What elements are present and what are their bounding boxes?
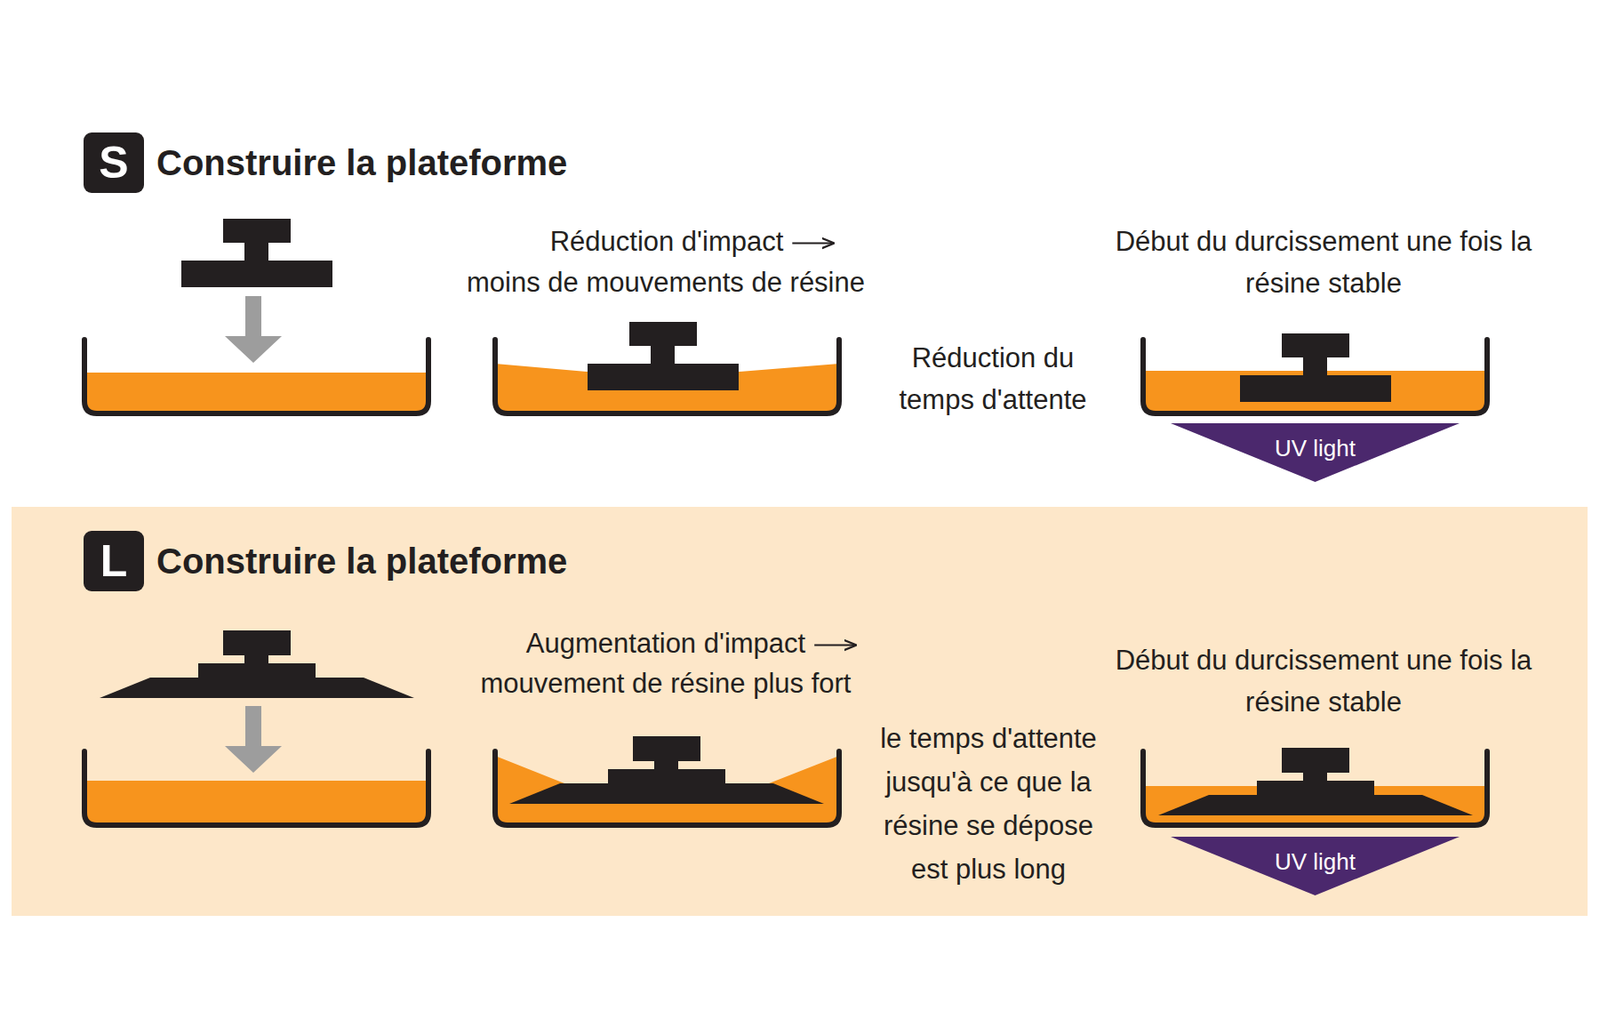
annotation-text: Début du durcissement une fois la résine… (1081, 220, 1567, 304)
platform-part (650, 344, 675, 365)
large-build-platform (509, 736, 824, 804)
resin-tank (495, 755, 840, 825)
resin-tank (84, 372, 429, 414)
platform-part (1303, 356, 1328, 376)
platform-part (654, 760, 679, 770)
uv-light-text: UV light (1170, 847, 1460, 876)
uv-light-text: UV light (1170, 433, 1460, 463)
platform-part (181, 260, 333, 288)
annotation-text: moins de mouvements de résine (466, 261, 865, 304)
platform-part (1256, 780, 1375, 796)
uv-triangle-fill (1170, 836, 1460, 896)
platform-part (629, 321, 697, 346)
uv-light-triangle: UV light (1170, 836, 1460, 896)
resin-tank (495, 363, 840, 414)
resin (495, 363, 840, 414)
uv-light-triangle: UV light (1170, 423, 1460, 482)
pointer-arrow (814, 644, 856, 647)
badge-letter: S (83, 132, 144, 193)
large-build-platform (99, 630, 415, 698)
platform-part (198, 663, 316, 679)
small-build-platform (1240, 333, 1392, 402)
resin (84, 372, 429, 414)
badge-letter: L (83, 530, 144, 592)
platform-part (1240, 375, 1392, 402)
tank-wall (84, 751, 429, 825)
platform-part (1303, 771, 1328, 782)
tank-wall (495, 339, 840, 414)
annotation-text: Augmentation d'impact (526, 622, 806, 664)
down-arrow (224, 705, 282, 773)
down-arrow (224, 296, 282, 363)
small-build-platform (587, 321, 739, 391)
small-build-platform (181, 218, 333, 288)
platform-part (587, 363, 739, 391)
uv-triangle-fill (1170, 423, 1460, 482)
platform-part (223, 218, 291, 243)
resin (1143, 370, 1488, 414)
platform-part (223, 630, 291, 656)
tank-wall (84, 339, 429, 414)
annotation-text: Réduction d'impact (550, 220, 784, 263)
platform-part (1281, 747, 1350, 773)
tank-wall (495, 751, 840, 825)
large-build-platform (1158, 747, 1473, 816)
annotation-text: le temps d'attente jusqu'à ce que la rés… (862, 716, 1116, 891)
annotation-text: mouvement de résine plus fort (480, 662, 852, 704)
section-band (11, 506, 1588, 916)
pointer-arrow (792, 242, 833, 245)
resin (84, 780, 429, 825)
platform-part (632, 736, 701, 761)
platform-part (244, 241, 269, 262)
platform-part (244, 654, 269, 664)
resin (495, 755, 840, 825)
tank-wall (1143, 339, 1488, 414)
section-heading: Construire la plateforme (156, 539, 568, 583)
annotation-text: Début du durcissement une fois la résine… (1081, 639, 1567, 723)
platform-plate (99, 677, 415, 698)
platform-plate (509, 783, 824, 804)
tank-wall (1143, 751, 1488, 825)
resin-tank (84, 780, 429, 825)
section-heading: Construire la plateforme (156, 141, 568, 184)
resin-tank (1143, 370, 1488, 414)
size-badge: LConstruire la plateforme (83, 530, 144, 592)
platform-plate (1158, 794, 1473, 816)
platform-part (608, 768, 726, 784)
platform-part (1281, 333, 1350, 358)
size-badge: SConstruire la plateforme (83, 132, 144, 193)
annotation-text: Réduction du temps d'attente (880, 336, 1107, 421)
